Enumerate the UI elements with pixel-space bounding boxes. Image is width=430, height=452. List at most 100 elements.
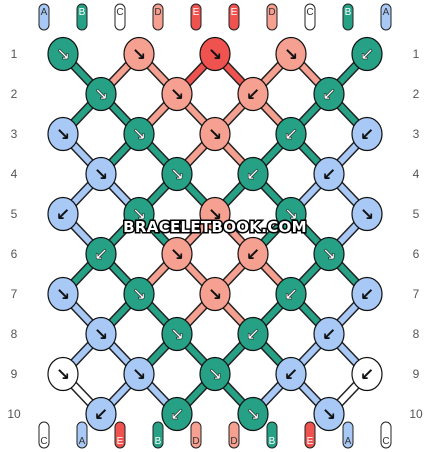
- knot: ↘: [123, 356, 155, 392]
- knot-arrow-icon: ↘: [170, 325, 184, 345]
- row-label-right: 2: [413, 87, 420, 101]
- bottom-strand-label: B: [155, 436, 162, 447]
- row-label-right: 1: [413, 47, 420, 61]
- knot-arrow-icon: ↘: [208, 365, 222, 385]
- bottom-strand-label: B: [269, 436, 276, 447]
- top-strand-8: C: [304, 3, 316, 31]
- knot-layer: ↘↘↘↘↙↘↘↙↙↘↘↘↙↙↘↘↙↙↙↘↘↘↘↙↘↙↘↘↘↘↙↙↘↘↙↙↘↘↘↙…: [47, 36, 383, 432]
- row-label-right: 6: [413, 247, 420, 261]
- knot: ↙: [85, 396, 117, 432]
- row-label-left: 3: [11, 127, 18, 141]
- knot-arrow-icon: ↙: [322, 85, 336, 105]
- knot: ↘: [85, 156, 117, 192]
- knot: ↘: [85, 76, 117, 112]
- row-label-left: 4: [11, 167, 18, 181]
- knot: ↘: [123, 196, 155, 232]
- top-strand-label: B: [345, 7, 352, 18]
- knot-arrow-icon: ↙: [322, 165, 336, 185]
- bottom-strand-9: A: [342, 421, 354, 449]
- row-label-left: 7: [11, 287, 18, 301]
- knot-arrow-icon: ↘: [56, 45, 70, 65]
- knot: ↙: [275, 356, 307, 392]
- knot-arrow-icon: ↙: [56, 205, 70, 225]
- knot-arrow-icon: ↙: [246, 85, 260, 105]
- knot-arrow-icon: ↘: [170, 85, 184, 105]
- knot-arrow-icon: ↘: [56, 285, 70, 305]
- knot-arrow-icon: ↘: [132, 285, 146, 305]
- top-strand-5: E: [190, 3, 202, 31]
- knot-arrow-icon: ↙: [284, 285, 298, 305]
- knot-arrow-icon: ↘: [170, 245, 184, 265]
- knot-arrow-icon: ↘: [94, 325, 108, 345]
- knot: ↘: [161, 236, 193, 272]
- bottom-strand-label: C: [40, 436, 47, 447]
- knot: ↙: [237, 316, 269, 352]
- knot: ↘: [123, 276, 155, 312]
- row-label-left: 6: [11, 247, 18, 261]
- bottom-strand-6: D: [228, 421, 240, 449]
- bottom-strand-10: C: [380, 421, 392, 449]
- knot-arrow-icon: ↙: [360, 285, 374, 305]
- knot: ↘: [123, 36, 155, 72]
- top-strand-6: E: [228, 3, 240, 31]
- top-strand-label: B: [79, 7, 86, 18]
- knot: ↙: [237, 236, 269, 272]
- top-strand-7: D: [266, 3, 278, 31]
- knot: ↘: [351, 196, 383, 232]
- knot-arrow-icon: ↙: [246, 245, 260, 265]
- knot-arrow-icon: ↘: [132, 45, 146, 65]
- knot: ↘: [161, 76, 193, 112]
- knot: ↘: [161, 316, 193, 352]
- top-strand-label: A: [41, 7, 48, 18]
- row-label-right: 9: [413, 367, 420, 381]
- knot-arrow-icon: ↘: [56, 125, 70, 145]
- knot-arrow-icon: ↙: [246, 325, 260, 345]
- row-label-right: 4: [413, 167, 420, 181]
- knot: ↙: [237, 76, 269, 112]
- knot: ↙: [47, 196, 79, 232]
- knot: ↘: [275, 36, 307, 72]
- knot-arrow-icon: ↙: [170, 405, 184, 425]
- row-label-right: 7: [413, 287, 420, 301]
- knot: ↘: [199, 196, 231, 232]
- bottom-strand-8: E: [304, 421, 316, 449]
- knot: ↙: [275, 276, 307, 312]
- knot-arrow-icon: ↘: [170, 165, 184, 185]
- knot-arrow-icon: ↘: [132, 125, 146, 145]
- knot: ↙: [237, 156, 269, 192]
- knot: ↘: [313, 236, 345, 272]
- knot: ↘: [85, 316, 117, 352]
- bottom-strand-label: E: [307, 436, 314, 447]
- watermark: BRACELETBOOK.COM: [123, 218, 307, 236]
- knot: ↙: [351, 276, 383, 312]
- knot: ↘: [199, 36, 231, 72]
- top-strand-9: B: [342, 3, 354, 31]
- knot-arrow-icon: ↘: [322, 245, 336, 265]
- knot: ↘: [199, 356, 231, 392]
- knot: ↘: [47, 116, 79, 152]
- knot: ↙: [313, 76, 345, 112]
- knot-arrow-icon: ↘: [284, 45, 298, 65]
- bottom-strand-label: E: [117, 436, 124, 447]
- row-label-right: 5: [413, 207, 420, 221]
- knot-arrow-icon: ↘: [246, 405, 260, 425]
- knot-arrow-icon: ↘: [208, 285, 222, 305]
- top-strand-label: D: [268, 7, 275, 18]
- row-label-right: 10: [409, 407, 423, 421]
- top-strand-label: E: [193, 7, 200, 18]
- bottom-strand-3: E: [114, 421, 126, 449]
- knot-arrow-icon: ↘: [284, 205, 298, 225]
- knot: ↘: [199, 276, 231, 312]
- row-label-right: 8: [413, 327, 420, 341]
- bottom-strand-label: D: [230, 436, 237, 447]
- top-strand-10: A: [380, 3, 392, 31]
- knot-arrow-icon: ↘: [94, 165, 108, 185]
- top-strand-label: C: [306, 7, 313, 18]
- knot: ↘: [237, 396, 269, 432]
- knot: ↙: [351, 116, 383, 152]
- knot-arrow-icon: ↙: [284, 365, 298, 385]
- row-label-left: 5: [11, 207, 18, 221]
- knot-arrow-icon: ↙: [360, 365, 374, 385]
